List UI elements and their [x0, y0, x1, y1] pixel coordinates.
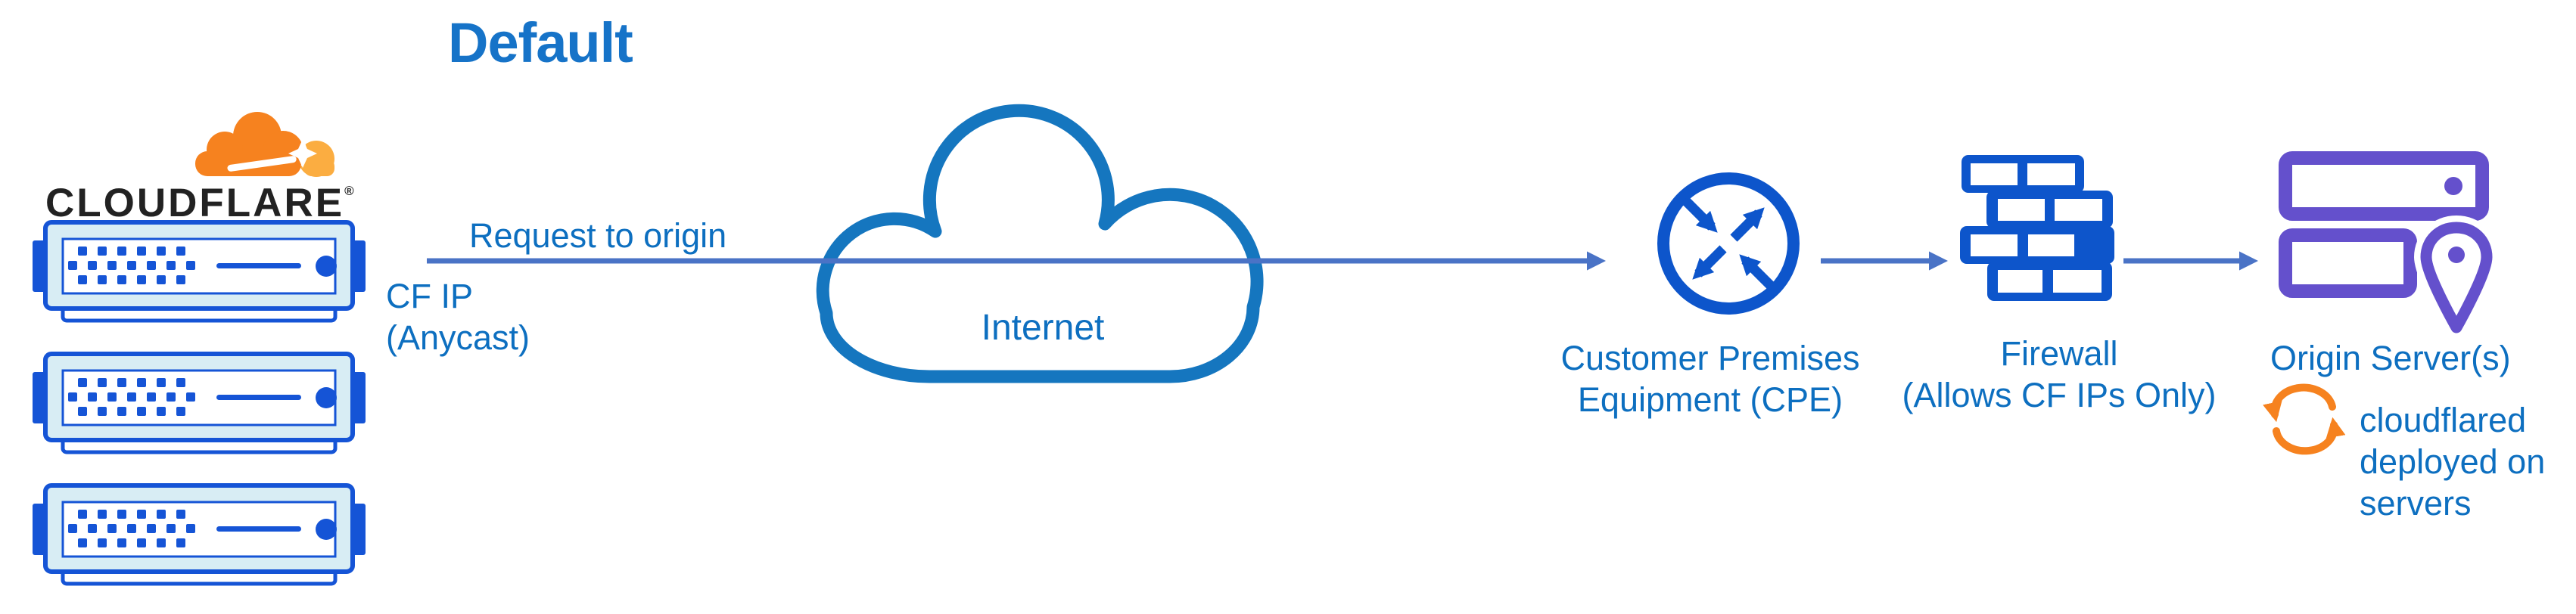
- cf-ip-line2: (Anycast): [386, 318, 530, 357]
- server-vents: [68, 378, 337, 416]
- cloudflared-note-line2: deployed on: [2360, 442, 2546, 481]
- cpe-label: Customer Premises Equipment (CPE): [1535, 337, 1885, 420]
- cloudflared-note-line3: servers: [2360, 484, 2472, 523]
- origin-server-led: [2444, 177, 2462, 195]
- cloudflare-logo-icon: [195, 112, 334, 177]
- cloudflare-cloud-star: [288, 139, 317, 168]
- cloudflared-note: cloudflared deployed on servers: [2360, 399, 2545, 524]
- cf-ip-line1: CF IP: [386, 277, 474, 315]
- flow-arrow-icon: [1821, 251, 1949, 271]
- cloudflare-cloud-swoosh: [227, 156, 297, 172]
- internet-cloud-icon: [816, 104, 1264, 383]
- firewall-label-line1: Firewall: [2000, 334, 2118, 373]
- firewall-label-line2: (Allows CF IPs Only): [1902, 376, 2217, 414]
- sync-icon: [2263, 383, 2346, 455]
- firewall-icon: [1960, 155, 2114, 301]
- cloudflare-wordmark: CLOUDFLARE®: [45, 180, 354, 226]
- firewall-label: Firewall (Allows CF IPs Only): [1875, 333, 2243, 416]
- flow-arrow-icon: [427, 251, 1607, 271]
- flow-arrow-icon: [2123, 251, 2259, 271]
- cpe-router-arrows: [1681, 196, 1776, 291]
- cpe-router-icon: [1657, 172, 1800, 315]
- origin-server-racks: [2279, 151, 2489, 298]
- edge-server-icon: [33, 220, 366, 323]
- cpe-label-line1: Customer Premises: [1560, 339, 1860, 377]
- cloudflare-wordmark-text: CLOUDFLARE: [45, 181, 345, 225]
- server-vents: [68, 510, 337, 547]
- cloudflared-note-line1: cloudflared: [2360, 401, 2527, 439]
- origin-server-icon: [2279, 151, 2499, 340]
- firewall-brick-holes: [1971, 163, 2102, 293]
- edge-server-icon: [33, 352, 366, 454]
- edge-server-icon: [33, 483, 366, 586]
- server-vents: [68, 247, 337, 284]
- cpe-label-line2: Equipment (CPE): [1577, 380, 1843, 419]
- origin-server-label: Origin Server(s): [2270, 339, 2511, 377]
- cf-ip-anycast-label: CF IP (Anycast): [386, 275, 530, 358]
- location-pin-icon: [2414, 216, 2499, 340]
- request-to-origin-label: Request to origin: [469, 216, 727, 255]
- internet-label: Internet: [981, 308, 1105, 348]
- page-title: Default: [448, 11, 633, 74]
- registered-trademark: ®: [344, 184, 354, 198]
